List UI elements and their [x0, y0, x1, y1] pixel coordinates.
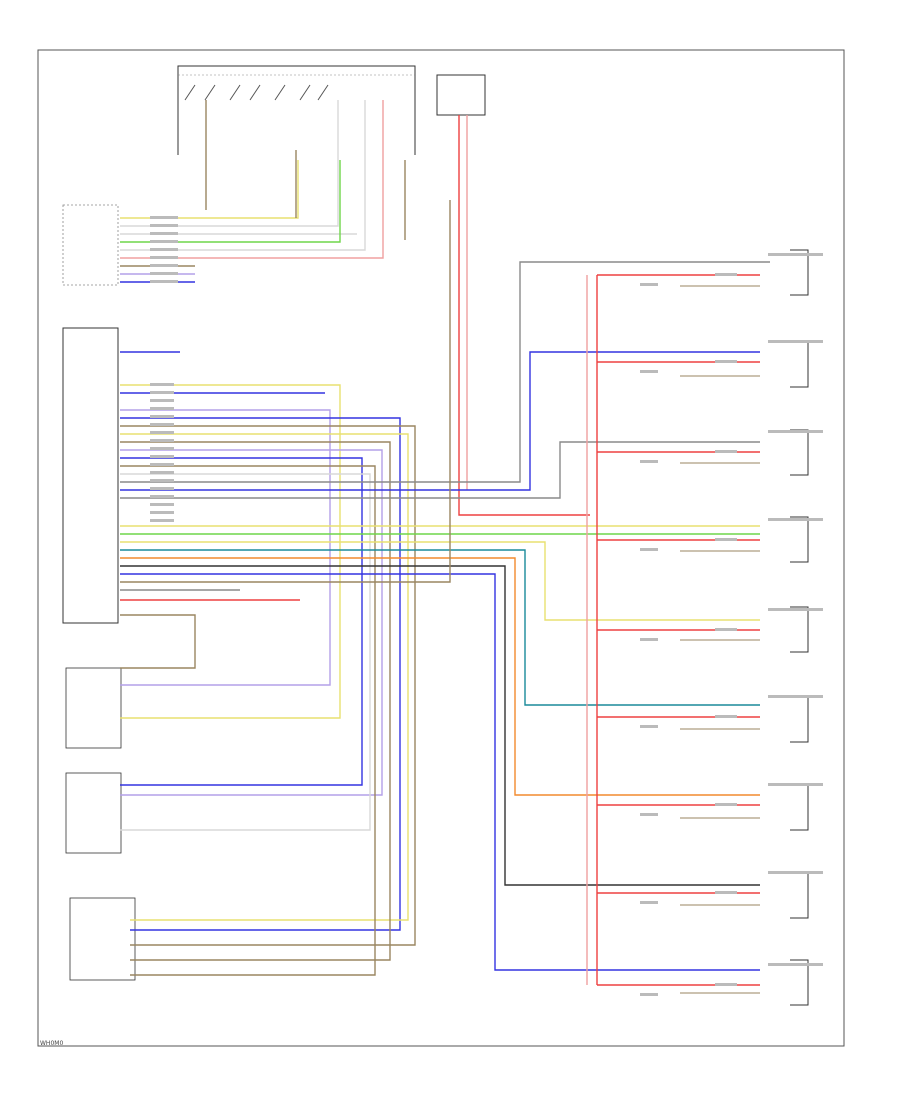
tick-motor-title-8 — [768, 871, 823, 874]
tick-motor-a-2 — [715, 360, 737, 363]
switch-block-1 — [65, 667, 122, 749]
tick-motor-b-4 — [640, 548, 658, 551]
tick-motor-a-3 — [715, 450, 737, 453]
wire-blue-4 — [120, 457, 363, 786]
wire-grey-1 — [120, 261, 770, 483]
wire-teal-1 — [120, 549, 760, 706]
tick-seat-17 — [150, 511, 174, 514]
tick-seat-16 — [150, 503, 174, 506]
tick-seat-11 — [150, 463, 174, 466]
tick-seat-18 — [150, 519, 174, 522]
tick-top-5 — [150, 248, 178, 251]
tick-top-2 — [150, 224, 178, 227]
tick-motor-title-6 — [768, 695, 823, 698]
wire-blue-3 — [120, 417, 401, 931]
tick-motor-b-9 — [640, 993, 658, 996]
tick-seat-10 — [150, 455, 174, 458]
tick-seat-12 — [150, 471, 174, 474]
wire-red-riser — [458, 115, 590, 516]
page-frame — [37, 49, 845, 1047]
tick-top-1 — [150, 216, 178, 219]
label-ticks — [150, 216, 823, 996]
tick-top-8 — [150, 272, 178, 275]
tick-seat-5 — [150, 415, 174, 418]
wire-white-top — [120, 100, 339, 227]
fuse-box — [177, 65, 416, 155]
wire-brown-4 — [120, 200, 451, 583]
wire-white-top-3 — [120, 100, 366, 251]
tick-motor-a-4 — [715, 538, 737, 541]
wire-violet-loop — [120, 409, 331, 686]
wire-yellow-2 — [120, 433, 409, 921]
wire-violet-2 — [120, 449, 383, 796]
motor-boxes — [790, 249, 809, 1006]
tick-motor-title-1 — [768, 253, 823, 256]
wire-orange-1 — [120, 557, 760, 796]
wire-yellow-4 — [120, 541, 760, 621]
tick-seat-7 — [150, 431, 174, 434]
tick-motor-b-6 — [640, 725, 658, 728]
wire-green-top — [120, 160, 341, 243]
tick-motor-title-2 — [768, 340, 823, 343]
tick-motor-a-8 — [715, 891, 737, 894]
wire-dark-1 — [120, 565, 760, 886]
switch-block-2 — [65, 772, 122, 854]
tick-motor-title-9 — [768, 963, 823, 966]
tick-seat-15 — [150, 495, 174, 498]
wire-brown-1 — [120, 425, 416, 946]
wire-pink-top — [120, 100, 384, 259]
tick-motor-title-4 — [768, 518, 823, 521]
tick-seat-14 — [150, 487, 174, 490]
tick-seat-4 — [150, 407, 174, 410]
tick-seat-2 — [150, 391, 174, 394]
tick-motor-b-5 — [640, 638, 658, 641]
tick-seat-13 — [150, 479, 174, 482]
tick-motor-b-8 — [640, 901, 658, 904]
tick-motor-a-6 — [715, 715, 737, 718]
tick-seat-9 — [150, 447, 174, 450]
tick-top-7 — [150, 264, 178, 267]
switch-block-3 — [69, 897, 136, 981]
tick-seat-8 — [150, 439, 174, 442]
tick-motor-b-7 — [640, 813, 658, 816]
tick-motor-b-1 — [640, 283, 658, 286]
door-module-upper — [62, 204, 119, 286]
wire-brown-3 — [120, 465, 376, 976]
tick-motor-title-7 — [768, 783, 823, 786]
tick-seat-1 — [150, 383, 174, 386]
relay-box — [436, 74, 486, 116]
tick-top-3 — [150, 232, 178, 235]
tick-motor-a-1 — [715, 273, 737, 276]
tick-top-6 — [150, 256, 178, 259]
tick-motor-title-5 — [768, 608, 823, 611]
wire-brown-loop — [120, 614, 196, 669]
wire-blue-5 — [120, 351, 760, 491]
wire-white-4 — [120, 473, 371, 831]
tick-motor-b-3 — [640, 460, 658, 463]
tick-motor-title-3 — [768, 430, 823, 433]
footer-code: WH0M0 — [40, 1040, 63, 1047]
tick-motor-a-9 — [715, 983, 737, 986]
tick-top-9 — [150, 280, 178, 283]
wire-yellow-loop — [120, 384, 341, 719]
tick-motor-a-7 — [715, 803, 737, 806]
tick-top-4 — [150, 240, 178, 243]
tick-motor-a-5 — [715, 628, 737, 631]
wire-grey-2 — [120, 441, 760, 499]
seat-control-module — [62, 327, 119, 624]
tick-seat-6 — [150, 423, 174, 426]
wire-blue-6 — [120, 573, 760, 971]
tick-seat-3 — [150, 399, 174, 402]
wire-brown-2 — [120, 441, 391, 961]
tick-motor-b-2 — [640, 370, 658, 373]
wires — [120, 100, 770, 994]
wire-yellow-top — [120, 160, 299, 219]
